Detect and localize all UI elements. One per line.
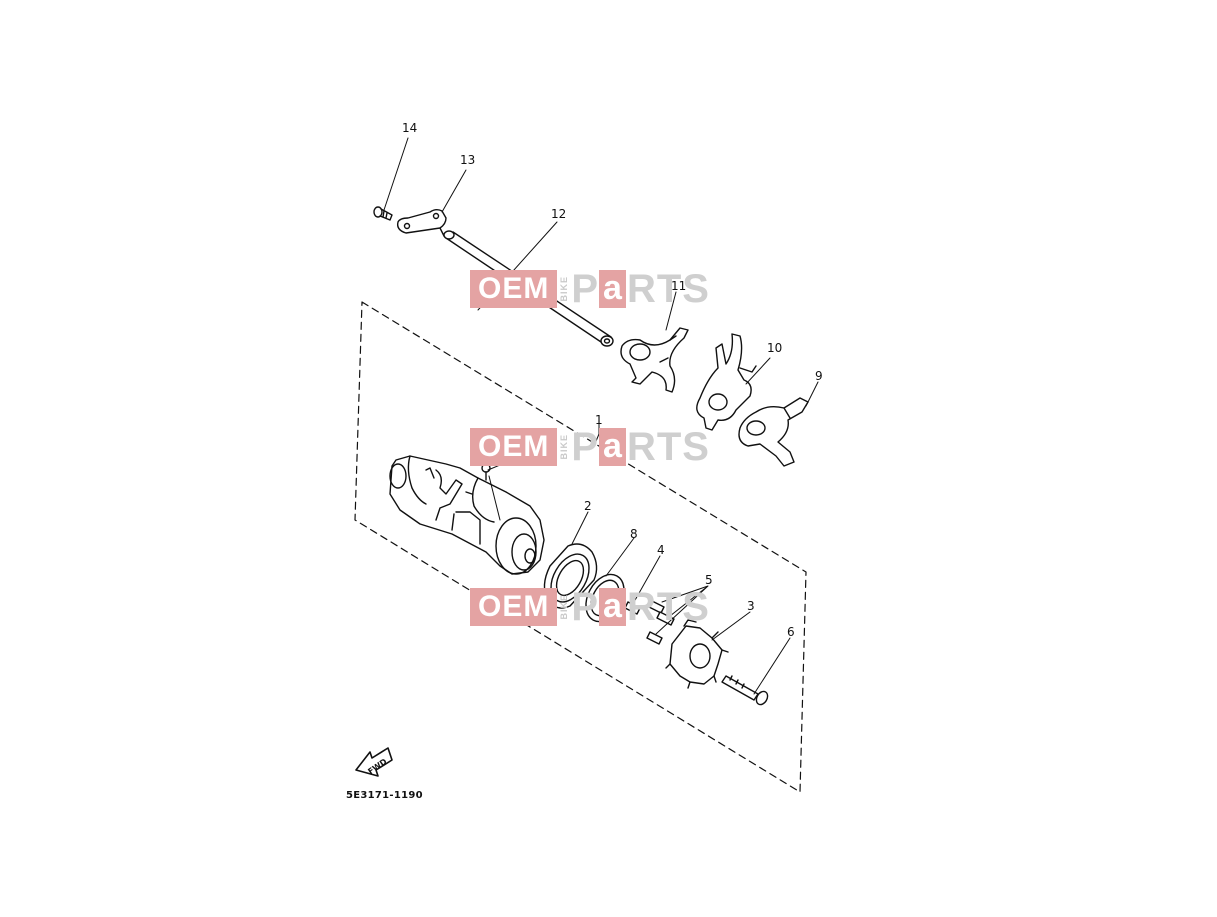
watermark-rts: RTS <box>626 585 710 629</box>
watermark-rts: RTS <box>626 425 710 469</box>
watermark-1: OEM BIKE P a RTS <box>470 268 710 310</box>
watermark-3: OEM BIKE P a RTS <box>470 586 710 628</box>
callout-3: 3 <box>747 599 755 613</box>
callout-10: 10 <box>767 341 782 355</box>
callout-12: 12 <box>551 207 566 221</box>
assembly-boundary <box>354 301 807 793</box>
diagram-code: 5E3171-1190 <box>346 790 423 801</box>
watermark-p: P <box>571 425 599 469</box>
callout-8: 8 <box>630 527 638 541</box>
part-13-stopper-plate <box>396 209 447 237</box>
watermark-a: a <box>599 270 626 308</box>
part-14-screw <box>373 206 393 221</box>
watermark-bike: BIKE <box>559 276 570 302</box>
watermark-a: a <box>599 588 626 626</box>
watermark-p: P <box>571 585 599 629</box>
watermark-2: OEM BIKE P a RTS <box>470 426 710 468</box>
watermark-oem: OEM <box>470 270 558 308</box>
callout-9: 9 <box>815 369 823 383</box>
watermark-bike: BIKE <box>559 594 570 620</box>
part-9-shift-fork <box>738 397 809 467</box>
callout-2: 2 <box>584 499 592 513</box>
callout-14: 14 <box>402 121 417 135</box>
watermark-a: a <box>599 428 626 466</box>
callout-1: 1 <box>595 413 603 427</box>
part-10-shift-fork <box>696 333 757 431</box>
part-5-pins <box>646 599 675 645</box>
part-11-shift-fork <box>620 327 689 393</box>
watermark-rts: RTS <box>626 267 710 311</box>
callout-5: 5 <box>705 573 713 587</box>
watermark-bike: BIKE <box>559 434 570 460</box>
part-1-shift-drum <box>389 455 545 575</box>
watermark-p: P <box>571 267 599 311</box>
part-4-pin <box>624 601 641 615</box>
part-6-bolt <box>721 675 769 706</box>
callout-13: 13 <box>460 153 475 167</box>
front-arrow-icon <box>355 747 393 777</box>
callout-6: 6 <box>787 625 795 639</box>
callout-4: 4 <box>657 543 665 557</box>
callout-11: 11 <box>671 279 686 293</box>
watermark-oem: OEM <box>470 588 558 626</box>
watermark-oem: OEM <box>470 428 558 466</box>
part-3-segment <box>665 619 729 689</box>
